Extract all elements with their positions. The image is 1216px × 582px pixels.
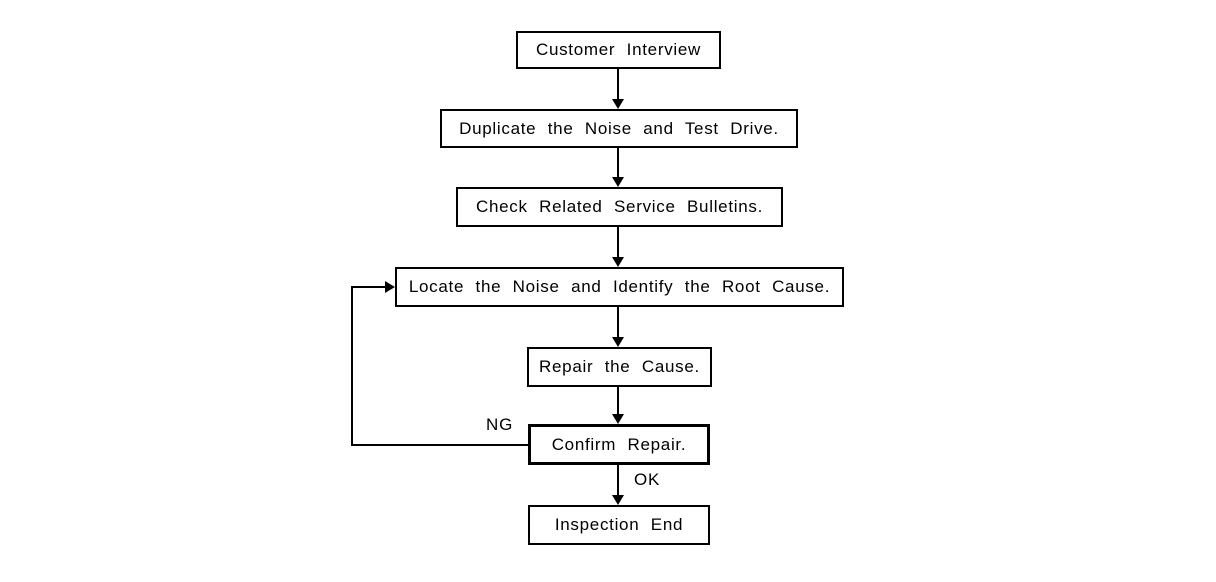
- node-repair-cause: Repair the Cause.: [527, 347, 712, 387]
- node-duplicate-noise-test-drive: Duplicate the Noise and Test Drive.: [440, 109, 798, 148]
- edge-3-arrowhead-down-icon: [612, 257, 624, 267]
- edge-ng-feedback-arrowhead-right-icon: [385, 281, 395, 293]
- edge-5-arrowhead-down-icon: [612, 414, 624, 424]
- edge-4-arrowhead-down-icon: [612, 337, 624, 347]
- node-confirm-repair: Confirm Repair.: [528, 424, 710, 465]
- edge-5-line: [617, 387, 619, 414]
- edge-1-line: [617, 69, 619, 99]
- edge-label-ok: OK: [634, 470, 661, 489]
- edge-label-ng: NG: [486, 415, 514, 434]
- node-inspection-end: Inspection End: [528, 505, 710, 545]
- node-locate-noise-root-cause: Locate the Noise and Identify the Root C…: [395, 267, 844, 307]
- edge-4-line: [617, 307, 619, 337]
- node-customer-interview: Customer Interview: [516, 31, 721, 69]
- edge-ng-feedback-top-line: [351, 286, 385, 288]
- edge-6-ok-line: [617, 465, 619, 495]
- node-check-service-bulletins: Check Related Service Bulletins.: [456, 187, 783, 227]
- edge-6-ok-arrowhead-down-icon: [612, 495, 624, 505]
- edge-2-line: [617, 148, 619, 177]
- edge-3-line: [617, 227, 619, 257]
- edge-ng-feedback-vertical-line: [351, 286, 353, 446]
- edge-ng-feedback-bottom-line: [351, 444, 528, 446]
- edge-1-arrowhead-down-icon: [612, 99, 624, 109]
- edge-2-arrowhead-down-icon: [612, 177, 624, 187]
